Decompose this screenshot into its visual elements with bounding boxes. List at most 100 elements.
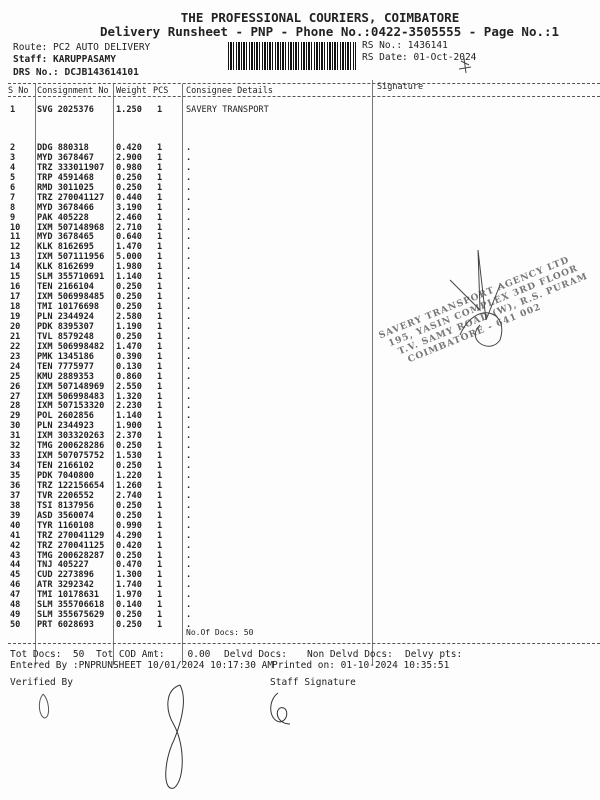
row-consignment-no: IXM 507148968	[37, 222, 105, 233]
row-pcs: 1	[157, 282, 163, 293]
row-consignee: .	[186, 192, 192, 203]
row-consignee: .	[186, 302, 192, 313]
tot-docs: Tot Docs: 50	[10, 649, 85, 660]
row-sno: 44	[10, 560, 21, 571]
row-consignment-no: TRZ 270041125	[37, 540, 105, 551]
row-weight: 0.390	[116, 351, 142, 362]
row-consignment-no: POL 2602856	[37, 411, 94, 422]
row-weight: 0.420	[116, 540, 142, 551]
row-weight: 1.740	[116, 580, 142, 591]
row-weight: 2.710	[116, 222, 142, 233]
row-weight: 2.740	[116, 490, 142, 501]
row-consignment-no: ASD 3560074	[37, 510, 94, 521]
col-consignment: Consignment No	[37, 86, 109, 96]
row-consignment-no: TMI 10176698	[37, 302, 100, 313]
row-weight: 1.260	[116, 480, 142, 491]
row-pcs: 1	[157, 321, 163, 332]
row-pcs: 1	[157, 292, 163, 303]
row-pcs: 1	[157, 510, 163, 521]
row-pcs: 1	[157, 411, 163, 422]
row-consignee: .	[186, 610, 192, 621]
row-consignee: .	[186, 351, 192, 362]
row-weight: 1.250	[116, 105, 142, 115]
row-sno: 28	[10, 401, 21, 412]
row-pcs: 1	[157, 252, 163, 263]
row-pcs: 1	[157, 331, 163, 342]
row-consignment-no: MYD 3678467	[37, 152, 94, 163]
row-weight: 4.290	[116, 530, 142, 541]
row-consignee: .	[186, 232, 192, 243]
row-consignment-no: TVR 2206552	[37, 490, 94, 501]
row-pcs: 1	[157, 381, 163, 392]
row-consignee: .	[186, 580, 192, 591]
row-sno: 16	[10, 282, 21, 293]
row-pcs: 1	[157, 152, 163, 163]
row-consignee: .	[186, 391, 192, 402]
row-consignee: .	[186, 172, 192, 183]
row-consignee: .	[186, 401, 192, 412]
row-sno: 2	[10, 143, 16, 153]
row-consignee: .	[186, 590, 192, 601]
row-consignment-no: TYR 1160108	[37, 520, 94, 531]
row-sno: 13	[10, 252, 21, 263]
row-consignment-no: DDG 880318	[37, 143, 89, 153]
row-consignee: .	[186, 242, 192, 253]
row-consignment-no: PRT 6028693	[37, 620, 94, 631]
staff: Staff: KARUPPASAMY	[13, 54, 116, 65]
row-sno: 1	[10, 105, 16, 115]
row-consignee: .	[186, 331, 192, 342]
row-consignee: .	[186, 620, 192, 631]
row-weight: 1.140	[116, 411, 142, 422]
row-consignee: .	[186, 182, 192, 193]
row-consignee: .	[186, 262, 192, 273]
row-weight: 0.250	[116, 610, 142, 621]
row-consignment-no: KLK 8162695	[37, 242, 94, 253]
row-weight: 1.190	[116, 321, 142, 332]
row-sno: 27	[10, 391, 21, 402]
row-pcs: 1	[157, 550, 163, 561]
row-consignment-no: TRZ 122156654	[37, 480, 105, 491]
row-pcs: 1	[157, 500, 163, 511]
row-pcs: 1	[157, 441, 163, 452]
row-consignment-no: IXM 506998485	[37, 292, 105, 303]
row-consignee: .	[186, 311, 192, 322]
row-weight: 2.550	[116, 381, 142, 392]
row-weight: 1.530	[116, 451, 142, 462]
row-sno: 38	[10, 500, 21, 511]
row-consignment-no: TMG 200628286	[37, 441, 105, 452]
delvd-docs: Delvd Docs:	[224, 649, 287, 660]
row-consignment-no: TMI 10178631	[37, 590, 100, 601]
row-pcs: 1	[157, 212, 163, 223]
row-consignee: .	[186, 143, 192, 153]
printed-on: Printed on: 01-10-2024 10:35:51	[272, 660, 450, 671]
row-weight: 2.900	[116, 152, 142, 163]
row-weight: 1.470	[116, 341, 142, 352]
row-pcs: 1	[157, 620, 163, 631]
runsheet-subtitle: Delivery Runsheet - PNP - Phone No.:0422…	[100, 24, 560, 39]
row-consignee: .	[186, 202, 192, 213]
row-sno: 35	[10, 471, 21, 482]
row-pcs: 1	[157, 351, 163, 362]
row-consignment-no: PLN 2344923	[37, 421, 94, 432]
row-pcs: 1	[157, 341, 163, 352]
verifier-signature	[165, 684, 184, 789]
